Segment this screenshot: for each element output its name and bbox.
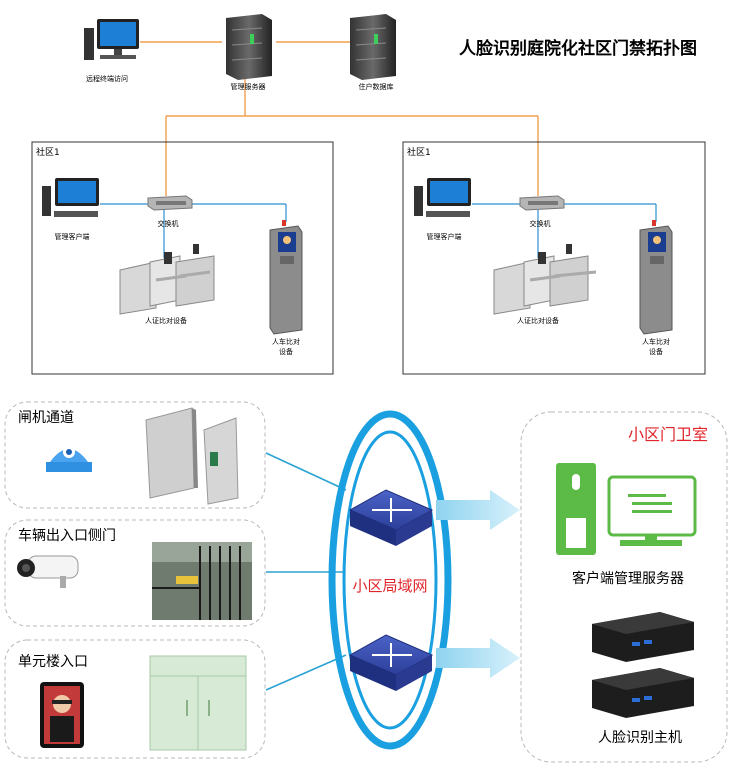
gate-label: 人证比对设备: [145, 316, 187, 325]
client-server-label: 客户端管理服务器: [572, 570, 684, 587]
panel-unit: 单元楼入口: [4, 639, 266, 759]
lan-switch-icon: [348, 489, 434, 546]
kiosk-device-icon: [639, 220, 673, 335]
kiosk-label-line2: 设备: [279, 347, 293, 356]
client-pc-icon: [414, 178, 471, 217]
kiosk-label-line1: 人车比对: [272, 337, 300, 346]
turnstile-gate-icon: [119, 244, 215, 315]
client-pc-label: 管理客户端: [427, 232, 462, 241]
diagram-title: 人脸识别庭院化社区门禁拓扑图: [459, 38, 697, 59]
face-host-label: 人脸识别主机: [598, 730, 682, 746]
community-box-2: 社区1 管理客户端 交换机 人证比对设备: [402, 141, 706, 375]
panel-unit-title: 单元楼入口: [18, 654, 88, 670]
panel-vehicle-title: 车辆出入口侧门: [18, 527, 116, 544]
switch-label: 交换机: [530, 219, 551, 228]
panel-vehicle: 车辆出入口侧门: [4, 519, 266, 627]
client-server-icon: [556, 463, 697, 555]
glass-door-icon: [149, 655, 247, 751]
switch-icon: [147, 195, 193, 211]
management-server-icon: [226, 14, 272, 80]
remote-terminal-label: 远程终端访问: [86, 74, 128, 83]
panel-channel: 闸机通道: [4, 401, 266, 509]
guard-room-panel: 小区门卫室 客户端管理服务器 人脸识别主机: [520, 411, 728, 763]
resident-database-icon: [350, 14, 396, 80]
client-pc-icon: [42, 178, 99, 217]
gate-photo-icon: [145, 407, 239, 505]
remote-terminal-icon: [84, 19, 139, 60]
switch-icon: [519, 195, 565, 211]
side-gate-photo: [152, 542, 252, 620]
community-box-1: 社区1 管理客户端 交换机: [31, 141, 334, 375]
switch-label: 交换机: [158, 219, 179, 228]
kiosk-label-line2: 设备: [649, 347, 663, 356]
lan-switch-icon: [348, 634, 434, 691]
kiosk-device-icon: [269, 220, 303, 335]
arrow-to-guard: [436, 490, 520, 678]
resident-database-label: 住户数据库: [359, 82, 394, 91]
community-1-label: 社区1: [36, 146, 60, 158]
turnstile-gate-icon: [493, 244, 597, 315]
bullet-camera-icon: [17, 555, 79, 588]
camera-dome-icon: [46, 446, 92, 472]
community-2-label: 社区1: [407, 146, 431, 158]
kiosk-label-line1: 人车比对: [642, 337, 670, 346]
face-terminal-icon: [40, 682, 84, 748]
top-links: [140, 41, 539, 196]
lan-ring: [328, 410, 452, 750]
client-pc-label: 管理客户端: [55, 232, 90, 241]
guard-room-title: 小区门卫室: [628, 425, 708, 444]
gate-label: 人证比对设备: [517, 316, 559, 325]
lan-label: 小区局域网: [352, 577, 427, 595]
face-host-icon: [592, 612, 694, 718]
management-server-label: 管理服务器: [231, 82, 266, 91]
panel-channel-title: 闸机通道: [18, 410, 74, 426]
